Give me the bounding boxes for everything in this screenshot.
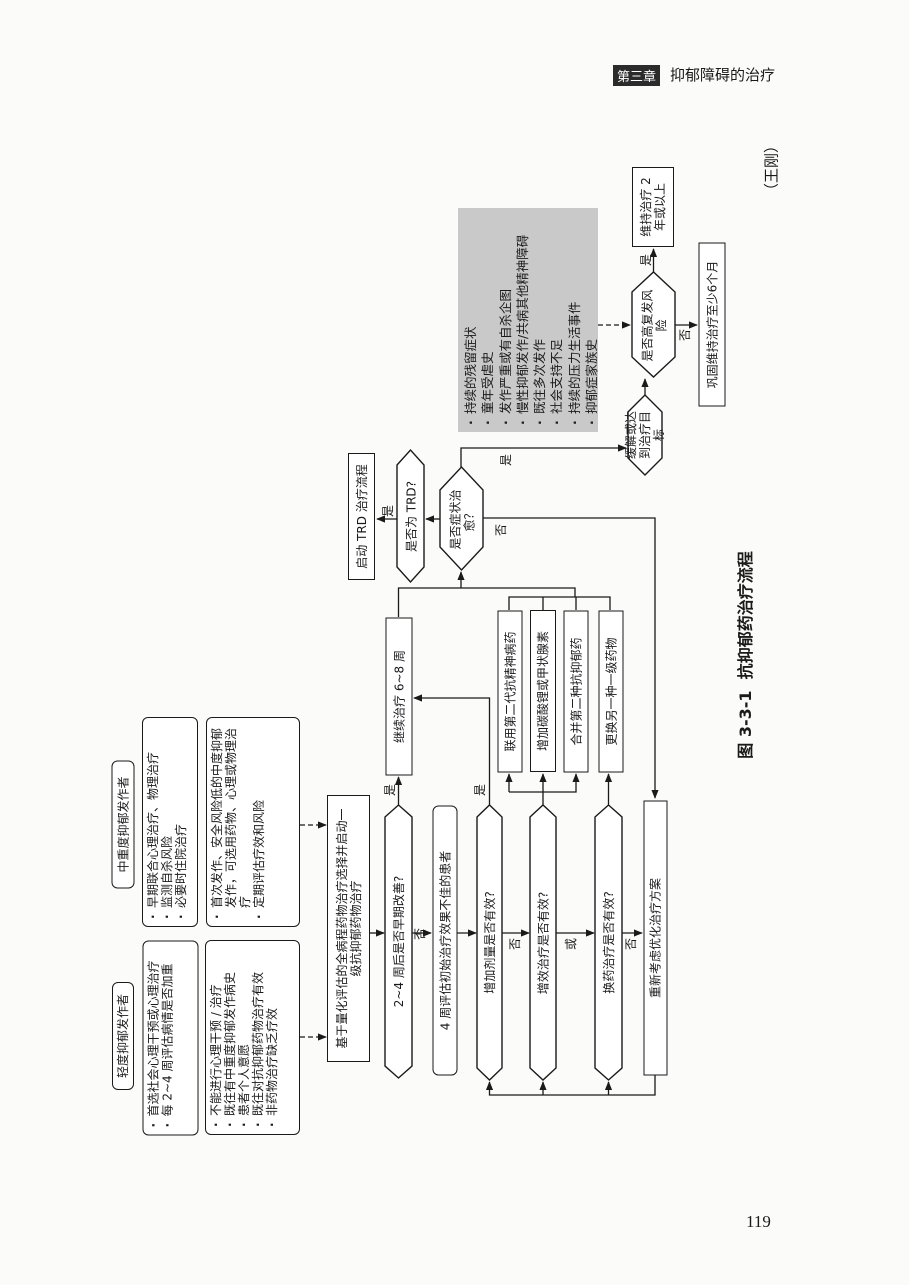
decision-dose: 增加剂量是否有效?	[482, 891, 497, 994]
edge-label-yes: 是	[499, 454, 513, 467]
list-item: 不能进行心理干预 / 治疗	[209, 972, 223, 1116]
list-item: 慢性抑郁发作/共病其他精神障碍	[514, 235, 531, 414]
edge-label-yes: 是	[473, 784, 487, 797]
reconsider-box: 重新考虑优化治疗方案	[643, 800, 667, 1075]
edge-label-no: 否	[494, 524, 508, 537]
edge-label-yes: 是	[381, 505, 395, 518]
list-item: 首选社会心理干预或心理治疗	[146, 960, 160, 1116]
option-box: 更换另一种一级药物	[598, 610, 623, 772]
chapter-badge: 第三章	[613, 65, 661, 86]
edge-label-no: 否	[508, 938, 522, 951]
eval-4-week-box: 4 周评估初始治疗效果不佳的患者	[432, 805, 457, 1075]
list-item: 首次发作、安全风险低的中度抑郁发作，可选用药物、心理或物理治疗	[210, 724, 252, 908]
risk-factors-box: 持续的残留症状 童年受虐史 发作严重或有自杀企图 慢性抑郁发作/共病其他精神障碍…	[458, 208, 600, 432]
edge-label-no: 否	[413, 928, 427, 941]
list-item: 持续的残留症状	[462, 235, 479, 414]
list-item: 患者个人意愿	[237, 972, 251, 1116]
author-credit: （王刚）	[762, 137, 780, 198]
decision-relapse: 是否高复发风险	[639, 288, 668, 361]
decision-augment: 增效治疗是否有效?	[536, 891, 550, 994]
option-box: 联用第二代抗精神病药	[497, 610, 522, 772]
maintain-box: 维持治疗 2 年或以上	[632, 167, 674, 247]
list-item: 发作严重或有自杀企图	[497, 235, 514, 414]
list-item: 必要时住院治疗	[174, 752, 188, 908]
mild-recommendation-box: 首选社会心理干预或心理治疗 每 2~4 周评估病情是否加重	[142, 940, 198, 1135]
edge-label-no: 否	[678, 329, 692, 342]
edge-label-yes: 是	[639, 254, 653, 267]
list-item: 定期评估疗效和风险	[252, 724, 266, 908]
mild-group-label: 轻度抑郁发作者	[112, 982, 134, 1090]
remission-node: 缓解或达到治疗目标	[624, 411, 666, 460]
trd-box: 启动 TRD 治疗流程	[348, 453, 375, 580]
list-item: 社会支持不足	[548, 235, 565, 414]
edge-label-yes: 是	[383, 784, 397, 797]
decision-trd: 是否为 TRD?	[403, 480, 418, 552]
decision-early-improvement: 2~4 周后是否早期改善?	[391, 875, 406, 1008]
option-box: 增加碳酸锂或甲状腺素	[530, 610, 556, 772]
list-item: 每 2~4 周评估病情是否加重	[160, 960, 174, 1116]
moderate-severe-group-label: 中重度抑郁发作者	[111, 760, 134, 888]
figure-title: 抗抑郁药治疗流程	[736, 551, 755, 680]
list-item: 早期联合心理治疗、物理治疗	[146, 752, 160, 908]
figure-caption: 图 3-3-1 抗抑郁药治疗流程	[734, 540, 758, 770]
decision-cured: 是否症状治愈？	[447, 489, 476, 550]
mild-medication-indication-box: 不能进行心理干预 / 治疗 既往有中重度抑郁发作病史 患者个人意愿 既往对抗抑郁…	[205, 940, 300, 1135]
decision-trd-shape	[396, 448, 425, 584]
continue-treatment-box: 继续治疗 6~8 周	[385, 617, 412, 775]
decision-switch: 换药治疗是否有效?	[601, 891, 616, 994]
list-item: 监测自杀风险	[160, 752, 174, 908]
edge-label-or: 或	[564, 938, 578, 951]
option-box: 合并第二种抗抑郁药	[563, 610, 588, 772]
list-item: 既往有中重度抑郁发作病史	[223, 972, 237, 1116]
list-item: 抑郁症家族史	[583, 235, 600, 414]
list-item: 童年受虐史	[479, 235, 496, 414]
list-item: 既往对抗抑郁药物治疗有效	[251, 972, 265, 1116]
edge-label-no: 否	[624, 938, 638, 951]
page-number: 119	[746, 1212, 771, 1231]
chapter-title: 抑郁障碍的治疗	[670, 66, 776, 84]
consolidate-box: 巩固维持治疗至少6个月	[698, 242, 725, 406]
moderate-medication-box: 首次发作、安全风险低的中度抑郁发作，可选用药物、心理或物理治疗 定期评估疗效和风…	[206, 717, 300, 927]
figure-number: 图 3-3-1	[736, 690, 755, 759]
list-item: 非药物治疗缺乏疗效	[265, 972, 279, 1116]
list-item: 既往多次发作	[531, 235, 548, 414]
start-treatment-box: 基于量化评估的全病程药物治疗选择并启动一级抗抑郁药物治疗	[327, 795, 370, 1062]
moderate-recommendation-box: 早期联合心理治疗、物理治疗 监测自杀风险 必要时住院治疗	[142, 717, 198, 927]
list-item: 持续的压力生活事件	[566, 235, 583, 414]
